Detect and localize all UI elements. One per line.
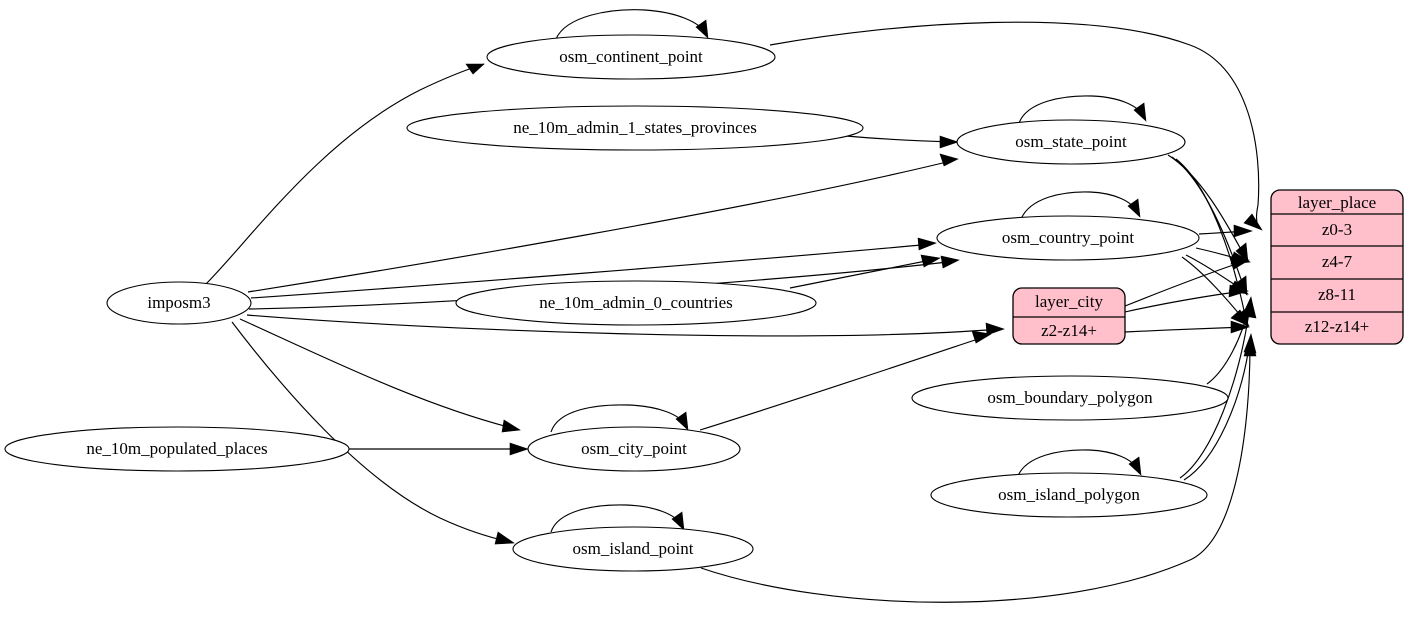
self-loop-osm-state-point: [1018, 95, 1145, 124]
arrowhead: [985, 322, 1005, 336]
node-osm-city-point[interactable]: osm_city_point: [527, 426, 741, 472]
node-osm-continent-point[interactable]: osm_continent_point: [486, 34, 776, 80]
arrowhead: [939, 153, 959, 167]
arrowhead: [1235, 242, 1249, 263]
edge-imposm3-to-osm-city-point: [239, 318, 517, 430]
edge-osm-state-point-to-layer-place-z1214: [1175, 158, 1247, 321]
edge-layer-city-to-layer-place-z811: [1124, 290, 1245, 313]
node-shape[interactable]: [455, 280, 817, 326]
edge-imposm3-to-osm-island-point: [231, 321, 511, 543]
self-loop-osm-city-point: [550, 404, 687, 433]
edge-ne-countries-to-osm-country-point: [789, 258, 937, 289]
record-node-layer-place[interactable]: layer_place z0-3 z4-7 z8-11 z12-z14+: [1270, 189, 1404, 345]
edge-ne-states-to-osm-state-point: [845, 135, 955, 143]
node-shape[interactable]: [106, 281, 252, 325]
edge-osm-continent-point-to-layer-place-z03: [769, 21, 1260, 228]
arrowhead: [1128, 456, 1142, 476]
arrowhead: [1230, 320, 1250, 334]
arrowhead: [917, 237, 937, 251]
arrowhead: [1243, 337, 1257, 357]
edge-osm-island-polygon-to-layer-place-z1214: [1183, 339, 1251, 481]
node-shape[interactable]: [486, 34, 776, 80]
edge-layer-city-to-layer-place-z1214: [1124, 326, 1246, 333]
arrowhead: [1243, 297, 1257, 319]
edge-layer: [204, 9, 1263, 603]
arrowhead: [920, 254, 941, 268]
node-shape[interactable]: [512, 526, 754, 572]
layer-city-box[interactable]: [1012, 287, 1126, 345]
self-loop-osm-continent-point: [555, 9, 707, 40]
node-ne-10m-admin-0-countries[interactable]: ne_10m_admin_0_countries: [455, 280, 817, 326]
node-ne-10m-populated-places[interactable]: ne_10m_populated_places: [4, 426, 350, 472]
node-osm-island-polygon[interactable]: osm_island_polygon: [930, 472, 1208, 518]
record-node-layer-city[interactable]: layer_city z2-z14+: [1012, 287, 1126, 345]
node-osm-island-point[interactable]: osm_island_point: [512, 526, 754, 572]
node-shape[interactable]: [911, 375, 1229, 421]
edge-osm-state-point-to-layer-place-z811: [1171, 156, 1245, 289]
edge-imposm3-to-layer-city: [246, 314, 1001, 337]
edge-imposm3-to-osm-continent-point: [204, 63, 485, 286]
arrowhead: [1133, 102, 1147, 122]
edge-osm-island-polygon-to-layer-place-z811: [1179, 304, 1251, 479]
arrowhead: [940, 255, 960, 269]
node-osm-boundary-polygon[interactable]: osm_boundary_polygon: [911, 375, 1229, 421]
node-shape[interactable]: [527, 426, 741, 472]
edge-osm-island-point-to-layer-place-z1214: [700, 344, 1251, 603]
arrowhead: [1233, 224, 1253, 238]
arrowhead: [971, 330, 992, 344]
arrowhead: [1243, 213, 1263, 231]
node-osm-country-point[interactable]: osm_country_point: [936, 215, 1200, 261]
arrowhead: [465, 63, 485, 75]
arrowhead: [671, 511, 685, 531]
arrowhead: [939, 135, 959, 149]
arrowhead: [501, 419, 521, 433]
node-osm-state-point[interactable]: osm_state_point: [956, 119, 1186, 165]
node-shape[interactable]: [956, 119, 1186, 165]
edge-imposm3-to-osm-state-point: [247, 159, 956, 293]
edge-imposm3-to-osm-country-point: [250, 243, 933, 299]
arrowhead: [509, 442, 529, 456]
arrowhead: [1127, 198, 1141, 218]
self-loop-osm-island-polygon: [1017, 449, 1140, 477]
self-loop-osm-island-point: [550, 504, 683, 533]
layer-place-box[interactable]: [1270, 189, 1404, 345]
node-ne-10m-admin-1-states-provinces[interactable]: ne_10m_admin_1_states_provinces: [406, 105, 864, 151]
node-shape[interactable]: [4, 426, 350, 472]
edge-osm-city-point-to-layer-city: [699, 335, 988, 431]
arrowhead: [494, 531, 515, 545]
node-shape[interactable]: [930, 472, 1208, 518]
arrowhead: [675, 411, 689, 431]
node-shape[interactable]: [936, 215, 1200, 261]
arrowhead: [1228, 284, 1249, 298]
arrowhead: [695, 19, 709, 39]
node-imposm3[interactable]: imposm3: [106, 281, 252, 325]
self-loop-osm-country-point: [1020, 191, 1139, 220]
arrowhead: [1229, 256, 1250, 270]
node-shape[interactable]: [406, 105, 864, 151]
